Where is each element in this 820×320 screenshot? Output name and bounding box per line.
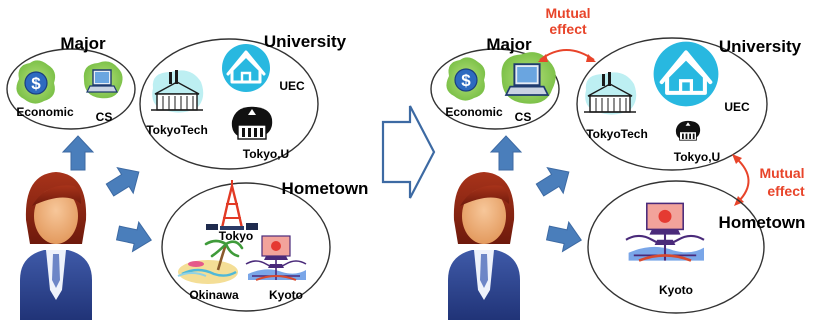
left-university-item-uec: UEC [279, 79, 305, 93]
mutual-effect-right-arrow [735, 157, 750, 203]
left-hometown-title: Hometown [282, 179, 369, 198]
arrow-to-university [101, 158, 148, 204]
right-university-title: University [719, 37, 802, 56]
left-panel: Major Economic CS University TokyoTech U… [6, 32, 369, 320]
tokyo-u-building-icon [231, 106, 273, 140]
left-major-title: Major [60, 34, 106, 53]
right-university-item-tokyo-u: Tokyo,U [674, 150, 720, 164]
tokyotech-building-icon [150, 69, 205, 114]
tokyo-u-building-icon [675, 120, 701, 141]
arrow-to-university [531, 158, 578, 204]
mutual-effect-top-head-right [586, 54, 596, 62]
kyoto-pagoda-icon [624, 202, 706, 262]
uec-house-icon [220, 42, 272, 94]
arrow-to-hometown [114, 217, 155, 256]
arrow-to-major [490, 135, 522, 171]
dollar-icon [445, 56, 486, 102]
mutual-effect-right-line1: Mutual [759, 165, 804, 181]
right-hometown-title: Hometown [719, 213, 806, 232]
laptop-icon [83, 60, 124, 99]
arrow-to-hometown [544, 217, 585, 256]
mutual-effect-top-line2: effect [549, 21, 587, 37]
left-hometown-item-okinawa: Okinawa [189, 288, 239, 302]
person-icon [448, 172, 520, 320]
left-hometown-item-kyoto: Kyoto [269, 288, 303, 302]
dollar-icon [15, 59, 56, 105]
right-major-ellipse [430, 48, 560, 130]
right-university-item-uec: UEC [724, 100, 750, 114]
left-university-ellipse [139, 38, 319, 170]
right-panel: Major Economic CS Mutual effect Universi… [430, 5, 806, 320]
left-university-item-tokyotech: TokyoTech [146, 123, 208, 137]
person-icon [20, 172, 92, 320]
mutual-effect-top-head-left [538, 54, 548, 62]
mutual-effect-top-arrow [539, 49, 595, 61]
left-university-item-tokyo-u: Tokyo,U [243, 147, 289, 161]
mutual-effect-top-line1: Mutual [545, 5, 590, 21]
left-hometown-item-tokyo: Tokyo [219, 229, 253, 243]
mutual-effect-right-line2: effect [767, 183, 805, 199]
right-major-item-cs: CS [515, 110, 532, 124]
okinawa-beach-icon [176, 239, 244, 286]
right-university-item-tokyotech: TokyoTech [586, 127, 648, 141]
left-major-ellipse [6, 48, 136, 130]
left-university-title: University [264, 32, 347, 51]
right-hometown-ellipse [587, 180, 765, 314]
tokyotech-building-icon [583, 71, 638, 116]
left-major-item-cs: CS [96, 110, 113, 124]
right-major-title: Major [486, 35, 532, 54]
uec-house-icon [654, 42, 719, 107]
left-major-item-economic: Economic [16, 105, 74, 119]
right-major-item-economic: Economic [445, 105, 503, 119]
arrow-to-major [62, 135, 94, 171]
right-university-ellipse [576, 37, 768, 171]
laptop-icon [500, 51, 557, 105]
transition-arrow [381, 105, 436, 199]
mutual-effect-right-head-top [732, 154, 742, 164]
kyoto-pagoda-icon [245, 235, 307, 281]
left-hometown-ellipse [161, 182, 331, 312]
right-hometown-item-kyoto: Kyoto [659, 283, 693, 297]
